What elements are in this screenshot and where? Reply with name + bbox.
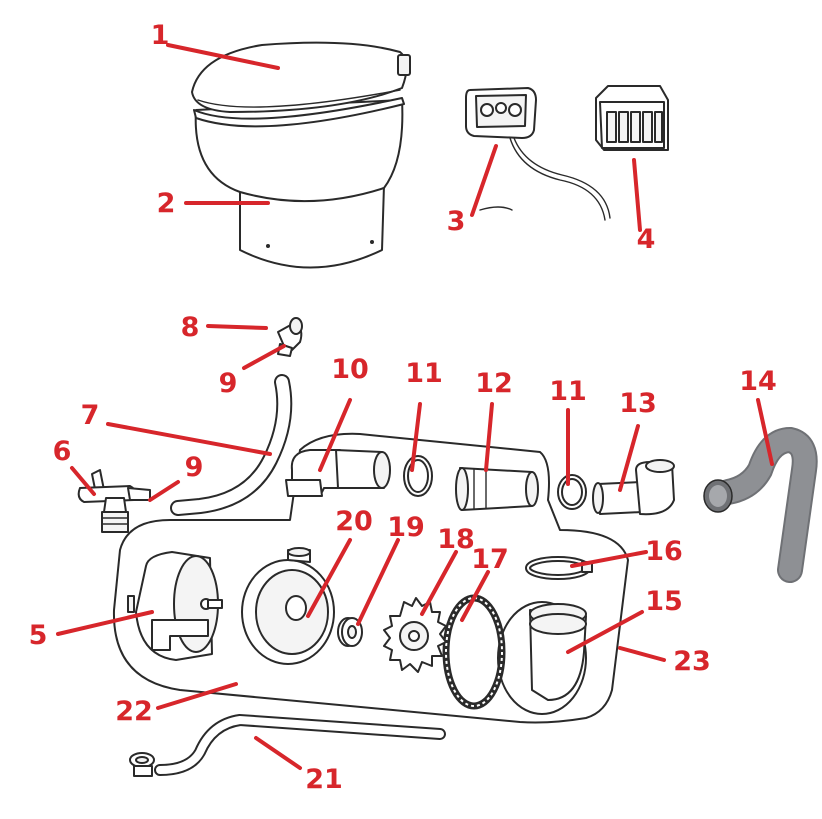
discharge-elbow xyxy=(285,449,391,497)
toilet-bowl xyxy=(191,41,411,203)
leader-13 xyxy=(618,424,640,492)
leader-21 xyxy=(254,736,302,770)
leader-7 xyxy=(106,422,272,456)
leader-17 xyxy=(460,570,490,622)
callout-22: 22 xyxy=(115,696,153,727)
toilet-base xyxy=(239,184,385,269)
leader-23 xyxy=(618,646,666,662)
callout-10: 10 xyxy=(331,354,369,385)
leader-3 xyxy=(470,144,498,217)
leader-19 xyxy=(356,538,400,626)
callout-19: 19 xyxy=(387,512,425,543)
callout-15: 15 xyxy=(645,586,683,617)
callout-labels: 1 2 3 4 5 6 7 8 9 9 10 11 11 12 13 14 15… xyxy=(29,20,777,795)
macerator-blade xyxy=(383,597,447,673)
leader-1 xyxy=(166,43,280,70)
callout-3: 3 xyxy=(447,206,466,237)
callout-5: 5 xyxy=(29,620,48,651)
large-hose-clamp xyxy=(525,556,593,580)
elbow-fitting xyxy=(277,317,303,357)
leader-15 xyxy=(566,610,644,654)
pump-assembly-outline xyxy=(112,432,629,724)
callout-16: 16 xyxy=(645,536,683,567)
leader-5 xyxy=(56,610,154,636)
control-box xyxy=(595,85,669,151)
leader-12 xyxy=(484,402,494,472)
callout-14: 14 xyxy=(739,366,777,397)
leader-11a xyxy=(410,402,422,472)
callout-11b: 11 xyxy=(549,376,587,407)
leader-14 xyxy=(756,398,774,466)
callout-21: 21 xyxy=(305,764,343,795)
callout-2: 2 xyxy=(157,188,176,219)
hose-clamp-right xyxy=(557,474,587,510)
inlet-valve xyxy=(77,469,151,533)
hose-clamp-left xyxy=(403,455,433,497)
leader-8 xyxy=(206,324,268,330)
leader-18 xyxy=(420,550,458,616)
discharge-hose xyxy=(703,426,818,583)
pump-motor xyxy=(127,551,223,661)
adapter-sleeve xyxy=(455,467,539,511)
leader-16 xyxy=(570,550,648,568)
leader-4 xyxy=(632,158,642,232)
leader-9a xyxy=(242,344,286,370)
leader-6 xyxy=(70,466,96,496)
inlet-hose xyxy=(170,374,293,516)
callout-20: 20 xyxy=(335,506,373,537)
callout-13: 13 xyxy=(619,388,657,419)
callout-11a: 11 xyxy=(405,358,443,389)
callout-6: 6 xyxy=(53,436,72,467)
callout-23: 23 xyxy=(673,646,711,677)
callout-8: 8 xyxy=(181,312,200,343)
callout-1: 1 xyxy=(151,20,170,51)
callout-17: 17 xyxy=(471,544,509,575)
outlet-elbow xyxy=(592,459,675,516)
o-ring xyxy=(442,594,506,710)
drain-hose xyxy=(129,713,446,777)
pump-housing xyxy=(241,547,335,665)
leader-22 xyxy=(156,682,238,710)
leader-lines xyxy=(56,43,774,770)
callout-9a: 9 xyxy=(219,368,238,399)
callout-9b: 9 xyxy=(185,452,204,483)
leader-9b xyxy=(148,480,180,502)
outlet-housing xyxy=(497,601,587,715)
callout-12: 12 xyxy=(475,368,513,399)
leader-10 xyxy=(318,398,352,472)
callout-7: 7 xyxy=(81,400,100,431)
callout-4: 4 xyxy=(637,224,656,255)
leader-20 xyxy=(306,538,352,618)
callout-18: 18 xyxy=(437,524,475,555)
control-panel xyxy=(465,87,611,221)
